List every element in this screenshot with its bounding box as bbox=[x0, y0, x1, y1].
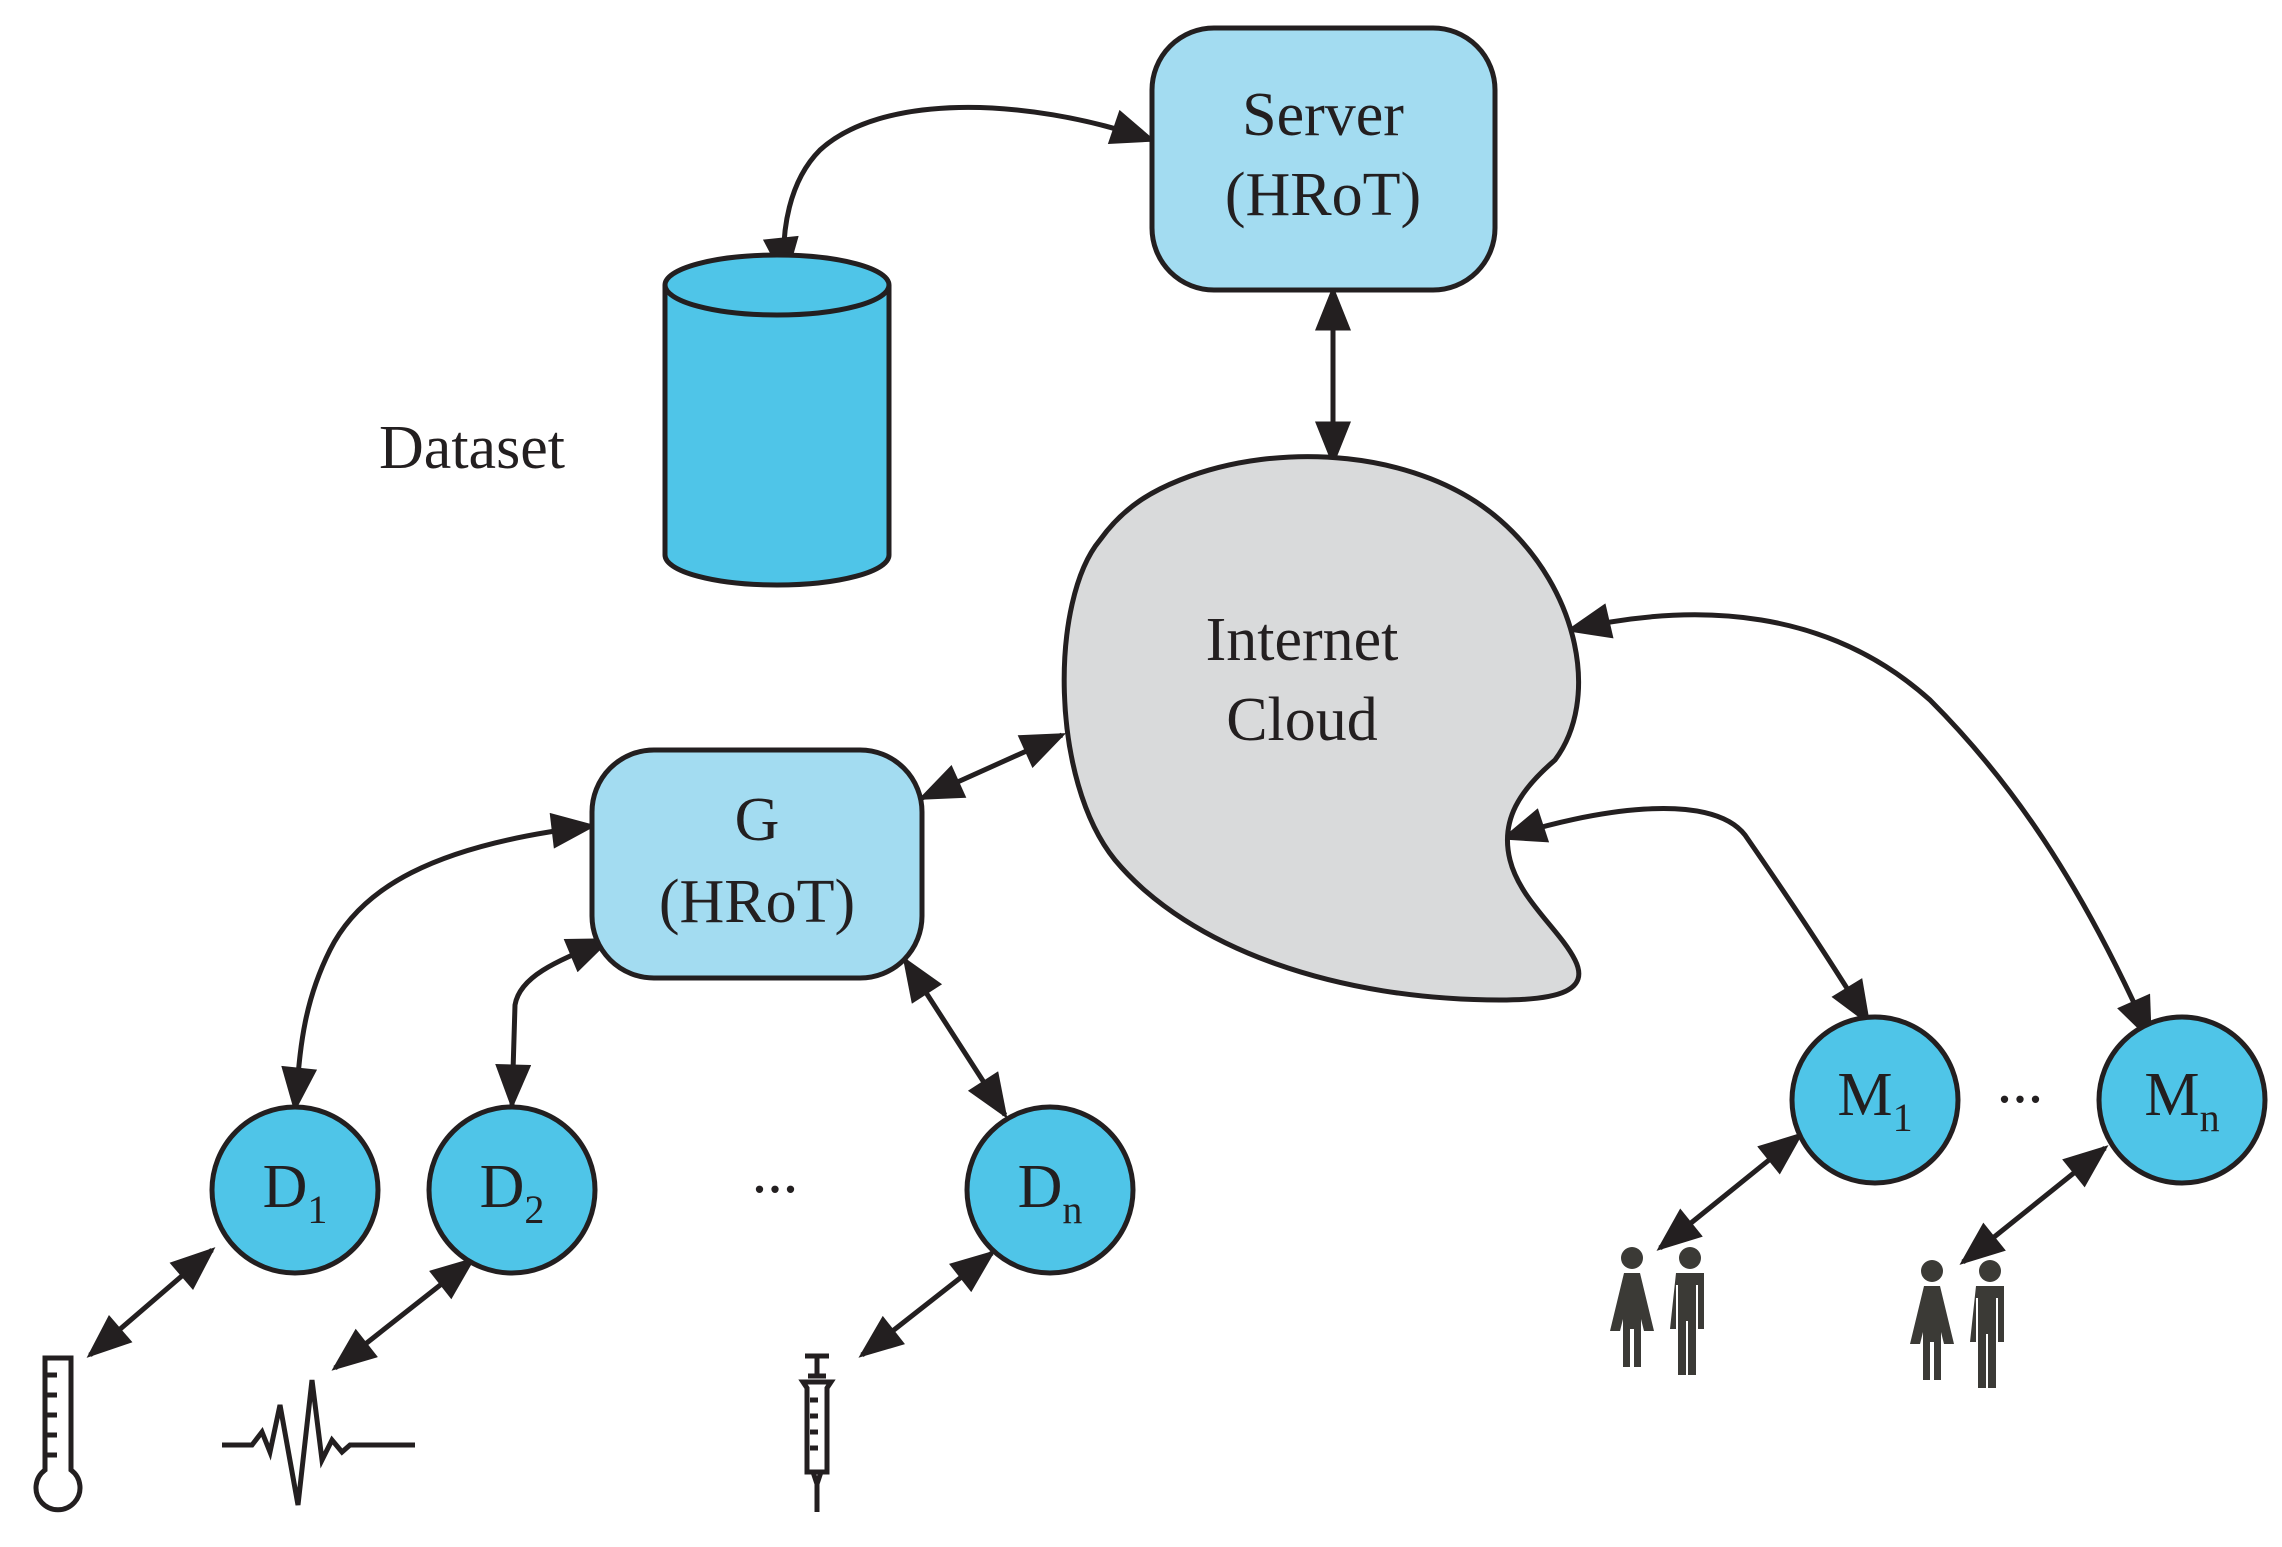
monitor-subscript: 1 bbox=[1893, 1095, 1913, 1140]
dataset-label: Dataset bbox=[379, 414, 565, 482]
monitor-node-n: Mn bbox=[2096, 1014, 2268, 1186]
device-subscript: n bbox=[1062, 1187, 1082, 1232]
arrow-gateway-cloud bbox=[917, 732, 1067, 801]
gateway-sublabel: (HRoT) bbox=[659, 868, 855, 936]
thermometer-icon bbox=[33, 1355, 83, 1513]
server-label: Server bbox=[1242, 81, 1404, 149]
monitor-base: M bbox=[2144, 1061, 2199, 1129]
arrow-dn-syringe bbox=[858, 1250, 996, 1358]
svg-text:D1: D1 bbox=[263, 1153, 328, 1232]
monitor-ellipsis: ... bbox=[1997, 1048, 2044, 1116]
svg-text:Mn: Mn bbox=[2144, 1061, 2219, 1140]
people-group-icon bbox=[1610, 1247, 1704, 1375]
device-base: D bbox=[1018, 1153, 1063, 1221]
arrow-d1-thermometer bbox=[86, 1247, 216, 1358]
dataset-cylinder bbox=[662, 252, 892, 588]
device-subscript: 1 bbox=[307, 1187, 327, 1232]
svg-text:M1: M1 bbox=[1837, 1061, 1912, 1140]
arrow-cloud-mn bbox=[1565, 603, 2153, 1043]
arrow-d2-ecg bbox=[331, 1257, 476, 1371]
cloud-sublabel: Cloud bbox=[1226, 686, 1378, 754]
gateway-label: G bbox=[735, 786, 780, 854]
server-node: Server (HRoT) bbox=[1149, 25, 1498, 293]
arrow-gateway-dn bbox=[902, 956, 1008, 1119]
connectors bbox=[86, 104, 2153, 1371]
arrow-mn-people bbox=[1959, 1145, 2109, 1265]
arrow-server-dataset bbox=[762, 104, 1157, 283]
gateway-node: G (HRoT) bbox=[589, 747, 925, 981]
server-sublabel: (HRoT) bbox=[1225, 161, 1421, 229]
device-base: D bbox=[480, 1153, 525, 1221]
monitor-subscript: n bbox=[2200, 1095, 2220, 1140]
device-subscript: 2 bbox=[524, 1187, 544, 1232]
device-node-2: D2 bbox=[426, 1104, 598, 1276]
device-node-1: D1 bbox=[209, 1104, 381, 1276]
device-ellipsis: ... bbox=[752, 1138, 799, 1206]
syringe-icon bbox=[798, 1353, 836, 1512]
arrow-gateway-d2 bbox=[495, 937, 613, 1110]
internet-cloud: Internet Cloud bbox=[1061, 454, 1582, 1003]
arrow-m1-people bbox=[1656, 1132, 1804, 1251]
monitor-node-1: M1 bbox=[1789, 1014, 1961, 1186]
device-node-n: Dn bbox=[964, 1104, 1136, 1276]
arrow-gateway-d1 bbox=[281, 812, 597, 1113]
ecg-signal-icon bbox=[222, 1379, 415, 1506]
cloud-label: Internet bbox=[1206, 606, 1399, 674]
svg-text:Dn: Dn bbox=[1018, 1153, 1083, 1232]
people-group-icon bbox=[1910, 1260, 2004, 1388]
monitor-base: M bbox=[1837, 1061, 1892, 1129]
svg-text:D2: D2 bbox=[480, 1153, 545, 1232]
device-base: D bbox=[263, 1153, 308, 1221]
